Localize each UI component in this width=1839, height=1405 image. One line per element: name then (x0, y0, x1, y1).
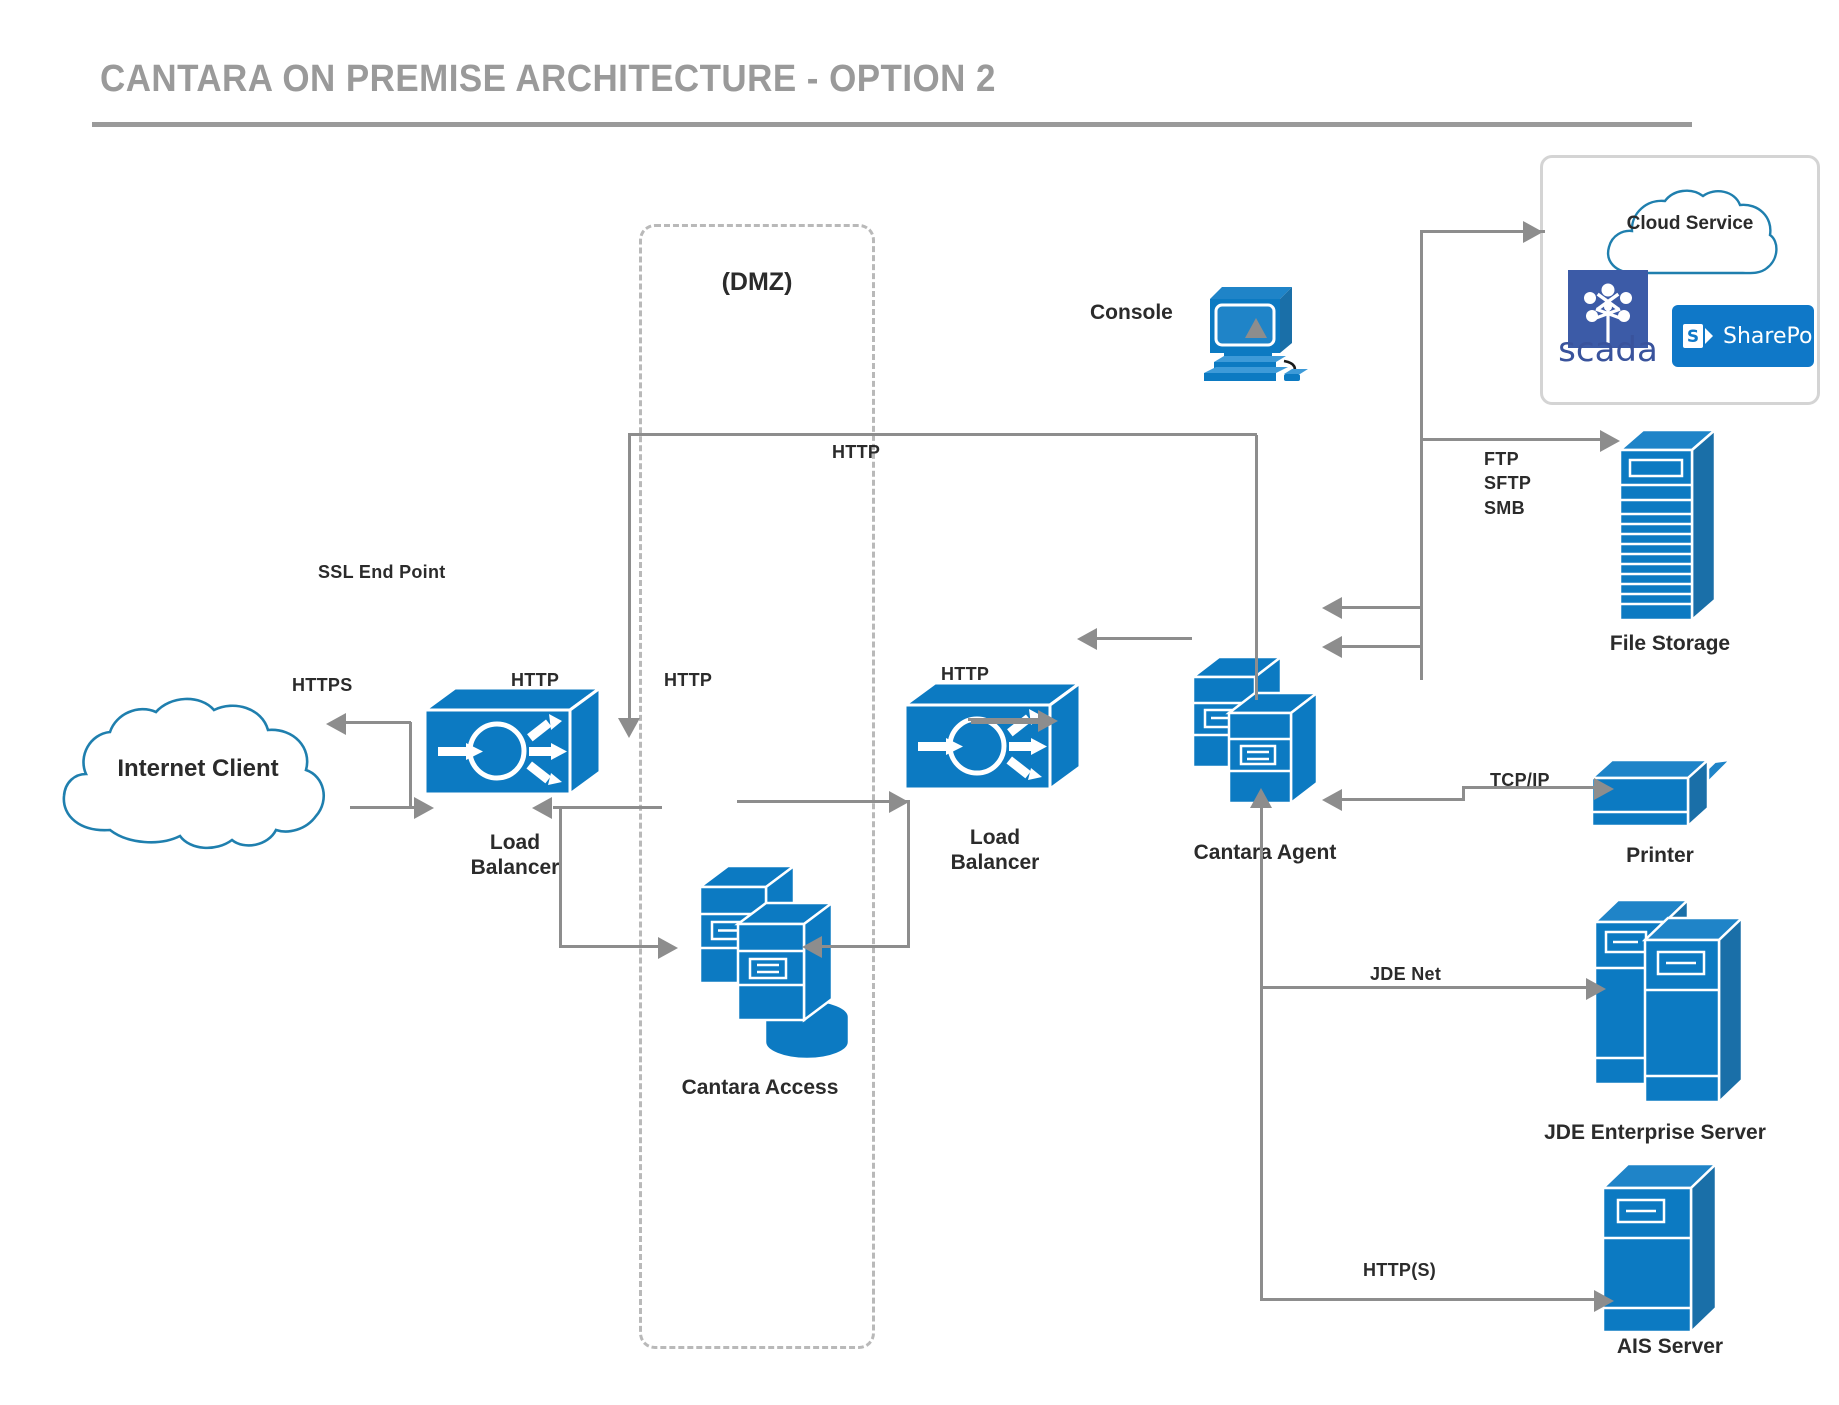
label-smb: SMB (1484, 497, 1525, 518)
connector-agent-to-jde-arrowhead (1586, 978, 1606, 1000)
load-balancer-internal-icon (900, 680, 1085, 811)
server-tower-icon (1598, 1158, 1728, 1348)
load-balancer-edge-icon (420, 685, 605, 816)
connector-lb2-to-access-arrowhead (802, 936, 822, 958)
page-title: CANTARA ON PREMISE ARCHITECTURE - OPTION… (100, 58, 996, 100)
internet-client-cloud-icon (48, 690, 348, 855)
connector-lb2-to-agent-arrowhead (1038, 710, 1058, 732)
connector-agent-to-cloud-arrowhead (1523, 221, 1543, 243)
printer-label: Printer (1626, 844, 1694, 867)
label-ssl-end-point: SSL End Point (318, 562, 446, 582)
connector-lb-to-access-vertical (559, 806, 562, 947)
server-tower-pair-icon (1590, 890, 1750, 1115)
connector-agent-to-storage-horizontal (1420, 438, 1605, 441)
connector-trunk-to-agent-upper-arrowhead (1322, 597, 1342, 619)
console-label: Console (1090, 300, 1173, 325)
label-tcpip: TCP/IP (1490, 770, 1550, 790)
connector-access-to-lb2-vertical (907, 800, 910, 946)
cloud-icon (1595, 185, 1785, 290)
connector-client-to-lb-arrowhead (414, 797, 434, 819)
load-balancer-internal-label: Load Balancer (900, 825, 1090, 875)
load-balancer-internal-label-line1: Load (969, 826, 1021, 849)
connector-agent-to-lb2-return (1095, 637, 1192, 640)
connector-agent-to-cloud-horizontal (1420, 230, 1545, 233)
label-jde-net: JDE Net (1370, 964, 1442, 984)
ais-server-label: AIS Server (1616, 1335, 1724, 1358)
connector-agent-up-from-trunk-arrowhead (1250, 788, 1272, 808)
connector-agent-to-lb2-arrowhead (1077, 628, 1097, 650)
connector-console-down-arrowhead (618, 718, 640, 738)
connector-agent-to-jde-horizontal (1260, 986, 1590, 989)
connector-lb-to-access-bottom (559, 945, 659, 948)
load-balancer-edge-label-line1: Load (489, 831, 541, 854)
connector-lb-to-access-top (553, 806, 662, 809)
connector-lb-to-client-arrowhead (326, 713, 346, 735)
label-https-ais: HTTP(S) (1363, 1260, 1437, 1280)
dmz-zone-label: (DMZ) (721, 268, 793, 296)
dmz-zone-boundary (639, 224, 875, 1349)
connector-console-vertical-left (628, 433, 631, 721)
connector-access-to-lb2-top (737, 800, 909, 803)
load-balancer-edge-label: Load Balancer (420, 830, 610, 880)
scada-wordmark: scada (1558, 330, 1658, 370)
connector-agent-to-printer-horizontal (1462, 786, 1597, 789)
connector-trunk-to-agent-lower (1340, 645, 1422, 648)
jde-enterprise-server-label: JDE Enterprise Server (1544, 1121, 1766, 1144)
connector-access-to-lb2-bottom (820, 945, 910, 948)
load-balancer-internal-label-line2: Balancer (950, 851, 1040, 875)
connector-access-to-lb2-arrowhead (889, 791, 909, 813)
connector-printer-to-agent-arrowhead (1322, 789, 1342, 811)
connector-console-up-arrowhead (1245, 318, 1267, 338)
connector-printer-to-agent-horizontal (1340, 798, 1465, 801)
cloud-service-label: Cloud Service (1626, 213, 1754, 234)
connector-agent-to-ais-arrowhead (1594, 1290, 1614, 1312)
connector-lb2-to-agent-top (968, 718, 1040, 721)
svg-text:S: S (1687, 327, 1699, 347)
label-ftp-sftp-smb: FTP SFTP SMB (1484, 447, 1531, 520)
connector-trunk-to-agent-upper (1340, 606, 1422, 609)
sharepoint-logo-icon: S SharePoint (1672, 305, 1839, 367)
connector-agent-to-ais-horizontal (1260, 1298, 1600, 1301)
cantara-agent-label: Cantara Agent (1193, 841, 1337, 864)
connector-printer-to-agent-vertical (1462, 786, 1465, 800)
connector-lb2-to-agent-bottom (971, 721, 1039, 724)
label-sftp: SFTP (1484, 473, 1532, 494)
label-https: HTTPS (292, 675, 353, 695)
connector-lb-to-client-vertical (409, 722, 412, 808)
connector-lb-to-access-arrowhead (658, 937, 678, 959)
connector-lb-to-client-horizontal (345, 721, 411, 724)
printer-icon (1588, 752, 1733, 844)
load-balancer-edge-label-line2: Balancer (470, 856, 560, 880)
cantara-access-label: Cantara Access (681, 1076, 839, 1099)
connector-agent-to-storage-arrowhead (1600, 430, 1620, 452)
connector-access-return-to-lb-arrowhead (532, 797, 552, 819)
console-label-text: Console (1090, 301, 1173, 324)
file-storage-tower-icon (1615, 427, 1725, 628)
connector-client-to-lb-horizontal (350, 806, 415, 809)
scada-logo-icon (1568, 270, 1648, 348)
label-http-lb-to-access: HTTP (511, 670, 560, 690)
sharepoint-s-glyph: S (1683, 324, 1713, 348)
connector-trunk-to-agent-lower-arrowhead (1322, 636, 1342, 658)
label-http-access-to-lb2: HTTP (664, 670, 713, 690)
file-storage-label: File Storage (1609, 632, 1731, 655)
label-http-console: HTTP (832, 442, 881, 462)
connector-agent-to-printer-arrowhead (1594, 778, 1614, 800)
label-http-lb2-to-agent: HTTP (941, 664, 990, 684)
title-underline (92, 122, 1692, 127)
label-ftp: FTP (1484, 449, 1519, 469)
cantara-access-icon (690, 862, 860, 1061)
connector-agent-down-trunk (1260, 800, 1263, 1300)
connector-console-horizontal (628, 433, 1257, 436)
internet-client-label: Internet Client (117, 755, 279, 782)
sharepoint-wordmark: SharePoint (1723, 323, 1839, 349)
connector-agent-cloud-trunk (1420, 230, 1423, 680)
connector-console-vertical-right (1255, 435, 1258, 700)
